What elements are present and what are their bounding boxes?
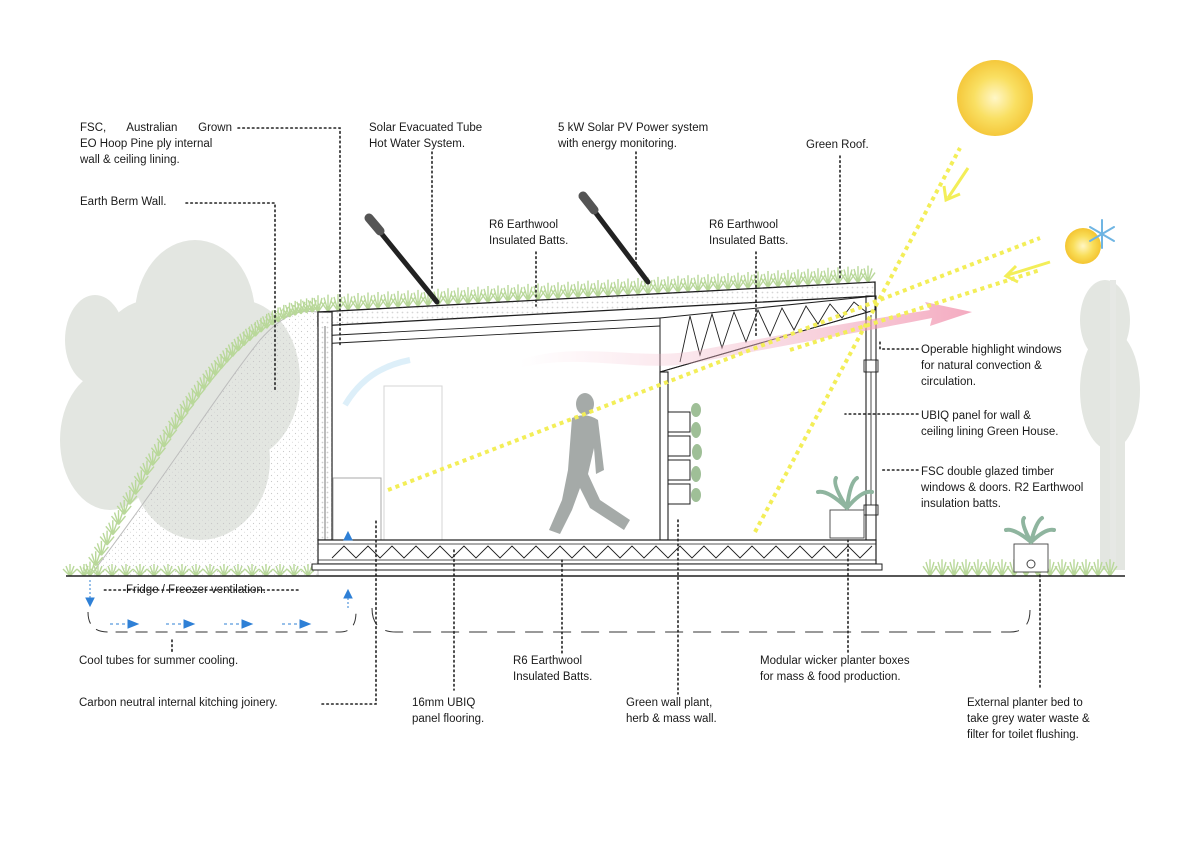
cool-tubes [87, 607, 1031, 633]
grass [62, 265, 1118, 577]
label-floor-batts: R6 Earthwool Insulated Batts. [513, 655, 593, 683]
label-earth-berm-wall: Earth Berm Wall. [80, 196, 167, 208]
plant-icon [816, 476, 1056, 573]
vent-arrows [85, 530, 353, 629]
solar-tube-icon [364, 213, 440, 305]
sun-ray-arrows [942, 167, 1051, 284]
label-external-planter: External planter bed to take grey water … [967, 697, 1090, 741]
solar-panel-icon [578, 191, 651, 285]
label-roof-batts-left: R6 Earthwool Insulated Batts. [489, 219, 569, 247]
leader-lines [103, 127, 1041, 705]
airflow [342, 302, 972, 407]
label-roof-batts-right: R6 Earthwool Insulated Batts. [709, 219, 789, 247]
winter-sun-icon [1065, 228, 1101, 264]
label-double-glazed-windows: FSC double glazed timber windows & doors… [921, 466, 1084, 510]
label-green-wall: Green wall plant, herb & mass wall. [626, 697, 717, 725]
label-kitchen-joinery: Carbon neutral internal kitching joinery… [79, 697, 278, 709]
label-solar-evacuated-tube: Solar Evacuated Tube Hot Water System. [369, 122, 483, 150]
label-ubiq-wall-panel: UBIQ panel for wall & ceiling lining Gre… [921, 410, 1059, 438]
snowflake-icon [1089, 219, 1115, 249]
label-cool-tubes: Cool tubes for summer cooling. [79, 655, 239, 667]
sun-rays [387, 147, 1041, 533]
label-fsc-lining: FSC, Australian Grown EO Hoop Pine ply i… [80, 122, 232, 166]
label-green-roof: Green Roof. [806, 139, 869, 151]
label-solar-pv: 5 kW Solar PV Power system with energy m… [558, 122, 709, 150]
label-fridge-ventilation: Fridge / Freezer ventilation. [126, 584, 266, 596]
person-icon [549, 393, 630, 534]
label-ubiq-flooring: 16mm UBIQ panel flooring. [412, 697, 485, 725]
green-wall-planters [667, 403, 702, 505]
sun-icon [957, 60, 1033, 136]
label-highlight-windows: Operable highlight windows for natural c… [921, 344, 1062, 388]
label-planter-boxes: Modular wicker planter boxes for mass & … [760, 655, 910, 683]
